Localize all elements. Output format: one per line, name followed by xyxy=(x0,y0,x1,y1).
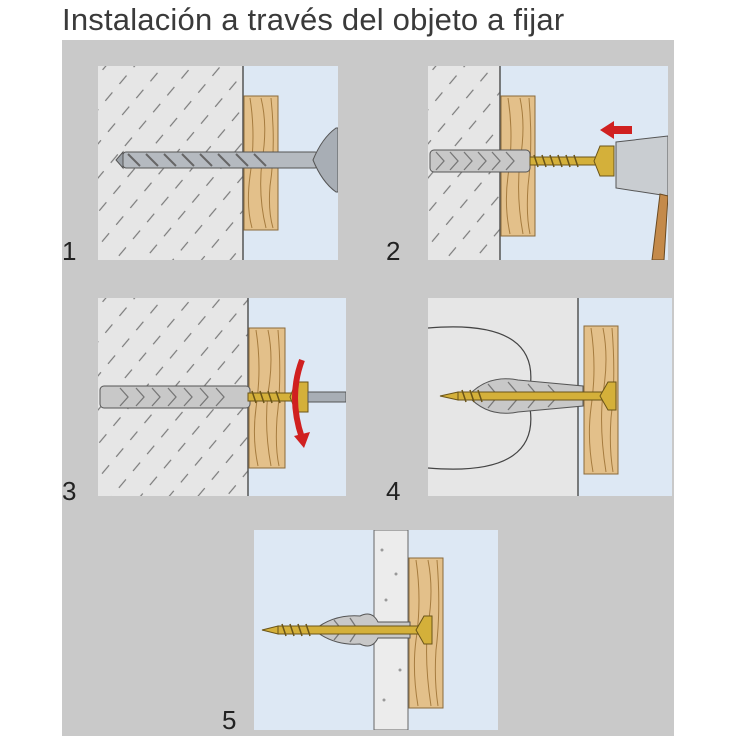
panel-step-4 xyxy=(428,298,672,496)
page-title: Instalación a través del objeto a fijar xyxy=(62,2,565,37)
hammer-icon xyxy=(615,135,668,260)
screw-icon xyxy=(529,145,615,177)
drill-bit-icon xyxy=(115,150,319,170)
step-number-2: 2 xyxy=(386,236,401,266)
screw-icon xyxy=(439,381,617,411)
screw-icon xyxy=(261,615,433,645)
step-number-3: 3 xyxy=(62,476,77,506)
panel-step-3 xyxy=(98,298,346,496)
push-arrow-icon xyxy=(600,121,632,139)
screwdriver-icon xyxy=(307,391,346,403)
drill-chuck-icon xyxy=(312,127,338,193)
wall-plug-icon xyxy=(99,385,251,409)
wall-plug-icon xyxy=(429,149,531,173)
panel-step-5 xyxy=(254,530,498,730)
panel-step-2 xyxy=(428,66,668,260)
rotation-arrow-icon xyxy=(292,358,310,448)
step-number-1: 1 xyxy=(62,236,77,266)
panel-step-1 xyxy=(98,66,338,260)
step-number-5: 5 xyxy=(222,705,237,735)
step-number-4: 4 xyxy=(386,476,401,506)
